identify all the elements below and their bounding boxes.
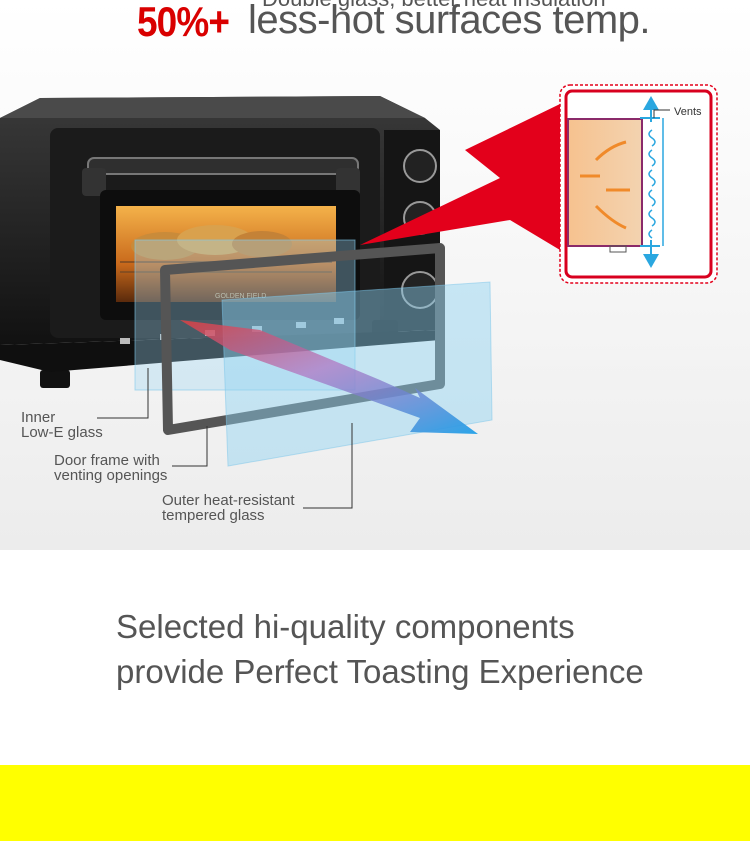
arrow-down-icon [643, 254, 659, 268]
percent-stat: 50%+ [137, 0, 230, 45]
tagline-line1: Selected hi-quality components [116, 608, 575, 645]
inner-glass-line1: Inner [21, 409, 56, 426]
heat-flow-arrows [580, 140, 630, 230]
door-frame-callout: Door frame with venting openings [54, 453, 167, 483]
door-frame [160, 243, 445, 435]
zoom-beam [360, 104, 560, 250]
outer-glass-line2: tempered glass [162, 507, 265, 524]
zoom-detail-box [559, 84, 718, 284]
toaster-oven-illustration: GOLDEN FIELD [0, 84, 718, 509]
door-frame-line2: venting openings [54, 467, 168, 484]
headline-text: less-hot surfaces temp. [248, 0, 651, 42]
vent-spiral-icons [648, 129, 656, 239]
inner-glass-line2: Low-E glass [21, 424, 103, 441]
brand-print: GOLDEN FIELD [215, 293, 266, 300]
headline-block: Double glass, better heat insulation 50%… [0, 0, 750, 48]
temperature-knob-icon [403, 149, 437, 183]
oven-body: GOLDEN FIELD [0, 96, 440, 388]
outer-glass-callout: Outer heat-resistant tempered glass [162, 493, 295, 523]
subheadline: Double glass, better heat insulation [262, 0, 606, 12]
inner-glass-callout: Inner Low-E glass [21, 410, 103, 440]
leader-lines [97, 368, 353, 509]
tagline-line2: provide Perfect Toasting Experience [116, 653, 644, 690]
airflow-arrow-icon [180, 320, 478, 434]
vents-label: Vents [674, 106, 702, 118]
yellow-band [0, 765, 750, 841]
arrow-up-icon [643, 96, 659, 110]
tagline: Selected hi-quality components provide P… [116, 604, 644, 694]
door-frame-line1: Door frame with [54, 452, 160, 469]
outer-glass-line1: Outer heat-resistant [162, 492, 295, 509]
hero-section: Double glass, better heat insulation 50%… [0, 0, 750, 550]
